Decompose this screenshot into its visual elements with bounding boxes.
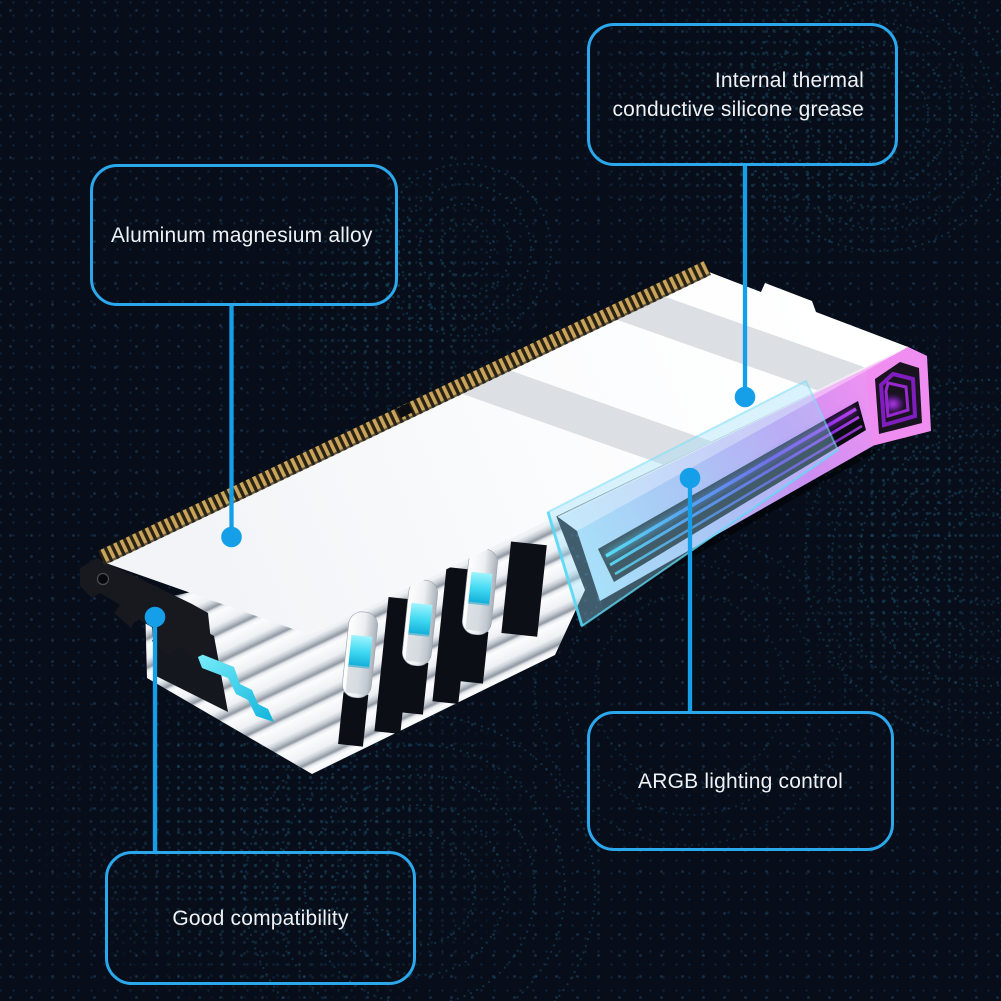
callout-dot-compat: [144, 606, 166, 628]
callout-dot-argb: [679, 467, 701, 489]
callout-thermal-grease: Internal thermal conductive silicone gre…: [587, 23, 898, 166]
callout-aluminum-alloy: Aluminum magnesium alloy: [90, 164, 398, 306]
callout-argb-control: ARGB lighting control: [587, 711, 894, 851]
fin-slot: [501, 541, 547, 637]
callout-aluminum-alloy-label: Aluminum magnesium alloy: [111, 223, 373, 247]
callout-dot-thermal: [734, 386, 756, 408]
callout-argb-control-label: ARGB lighting control: [638, 769, 843, 793]
pcb-edge: [80, 558, 212, 659]
callout-good-compatibility: Good compatibility: [105, 851, 416, 985]
callout-dot-alloy: [221, 526, 242, 548]
pcb-mount-hole: [96, 572, 110, 586]
callout-thermal-grease-label: Internal thermal conductive silicone gre…: [612, 68, 864, 121]
callout-good-compatibility-label: Good compatibility: [172, 906, 349, 930]
